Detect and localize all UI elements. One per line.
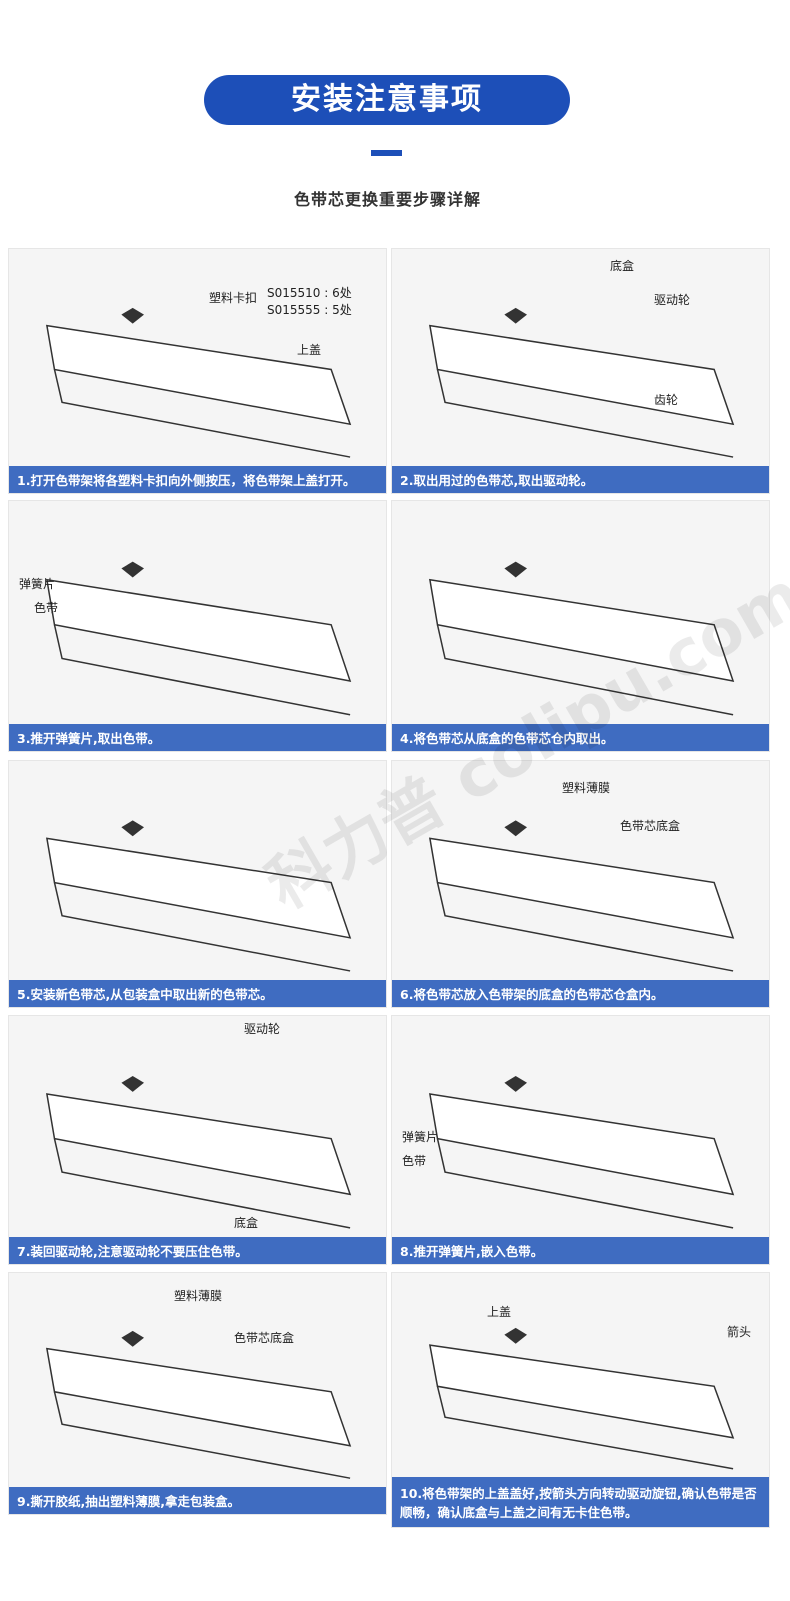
callout-label: 箭头: [727, 1325, 752, 1339]
step-panel: 2.取出用过的色带芯,取出驱动轮。 底盒驱动轮齿轮: [391, 248, 770, 494]
ribbon-cartridge-illustration: [45, 307, 352, 458]
step-caption: 2.取出用过的色带芯,取出驱动轮。: [392, 466, 769, 493]
page-title: 安装注意事项: [204, 75, 570, 125]
step-panel: 4.将色带芯从底盒的色带芯仓内取出。: [391, 500, 770, 752]
callout-label: 底盒: [234, 1216, 259, 1230]
callout-label: 驱动轮: [654, 293, 691, 307]
callout-label: 色带: [402, 1154, 427, 1168]
step-panel: 8.推开弹簧片,嵌入色带。 弹簧片色带: [391, 1015, 770, 1265]
ribbon-cartridge-illustration: [45, 561, 352, 716]
ribbon-cartridge-illustration: [45, 1076, 352, 1229]
ribbon-cartridge-illustration: [45, 820, 352, 972]
callout-label: 齿轮: [654, 393, 679, 407]
callout-label: 弹簧片: [19, 577, 56, 591]
callout-label: 色带: [34, 601, 59, 615]
callout-label: S015555 : 5处: [267, 303, 352, 317]
callout-label: 塑料卡扣: [209, 291, 258, 305]
callout-label: 塑料薄膜: [174, 1289, 223, 1303]
callout-label: 色带芯底盒: [620, 819, 681, 833]
step-caption: 5.安装新色带芯,从包装盒中取出新的色带芯。: [9, 980, 386, 1007]
step-panel: 10.将色带架的上盖盖好,按箭头方向转动驱动旋钮,确认色带是否顺畅，确认底盒与上…: [391, 1272, 770, 1528]
ribbon-cartridge-illustration: [428, 561, 735, 716]
step-panel: 5.安装新色带芯,从包装盒中取出新的色带芯。: [8, 760, 387, 1008]
ribbon-cartridge-illustration: [428, 1076, 735, 1229]
callout-label: 弹簧片: [402, 1130, 439, 1144]
step-panel: 9.撕开胶纸,抽出塑料薄膜,拿走包装盒。 塑料薄膜色带芯底盒: [8, 1272, 387, 1515]
page-subtitle: 色带芯更换重要步骤详解: [293, 190, 481, 209]
step-caption: 4.将色带芯从底盒的色带芯仓内取出。: [392, 724, 769, 751]
step-panel: 7.装回驱动轮,注意驱动轮不要压住色带。 驱动轮底盒: [8, 1015, 387, 1265]
step-caption: 3.推开弹簧片,取出色带。: [9, 724, 386, 751]
callout-label: 上盖: [487, 1305, 512, 1319]
step-panel: 3.推开弹簧片,取出色带。 弹簧片色带: [8, 500, 387, 752]
callout-label: 色带芯底盒: [234, 1331, 295, 1345]
callout-label: S015510 : 6处: [267, 286, 352, 300]
step-caption: 9.撕开胶纸,抽出塑料薄膜,拿走包装盒。: [9, 1487, 386, 1514]
ribbon-cartridge-illustration: [428, 307, 735, 458]
step-caption: 8.推开弹簧片,嵌入色带。: [392, 1237, 769, 1264]
step-panel: 1.打开色带架将各塑料卡扣向外侧按压，将色带架上盖打开。 塑料卡扣 S015510 …: [8, 248, 387, 494]
callout-label: 塑料薄膜: [562, 781, 611, 795]
step-caption: 7.装回驱动轮,注意驱动轮不要压住色带。: [9, 1237, 386, 1264]
ribbon-cartridge-illustration: [428, 820, 735, 972]
step-caption: 6.将色带芯放入色带架的底盒的色带芯仓盒内。: [392, 980, 769, 1007]
step-caption: 10.将色带架的上盖盖好,按箭头方向转动驱动旋钮,确认色带是否顺畅，确认底盒与上…: [392, 1477, 769, 1527]
callout-label: 底盒: [610, 259, 635, 273]
step-caption: 1.打开色带架将各塑料卡扣向外侧按压，将色带架上盖打开。: [9, 466, 386, 493]
callout-label: 驱动轮: [244, 1022, 281, 1036]
title-divider: [371, 150, 402, 156]
step-panel: 6.将色带芯放入色带架的底盒的色带芯仓盒内。 塑料薄膜色带芯底盒: [391, 760, 770, 1008]
ribbon-cartridge-illustration: [45, 1330, 352, 1479]
callout-label: 上盖: [297, 343, 322, 357]
ribbon-cartridge-illustration: [428, 1327, 735, 1470]
